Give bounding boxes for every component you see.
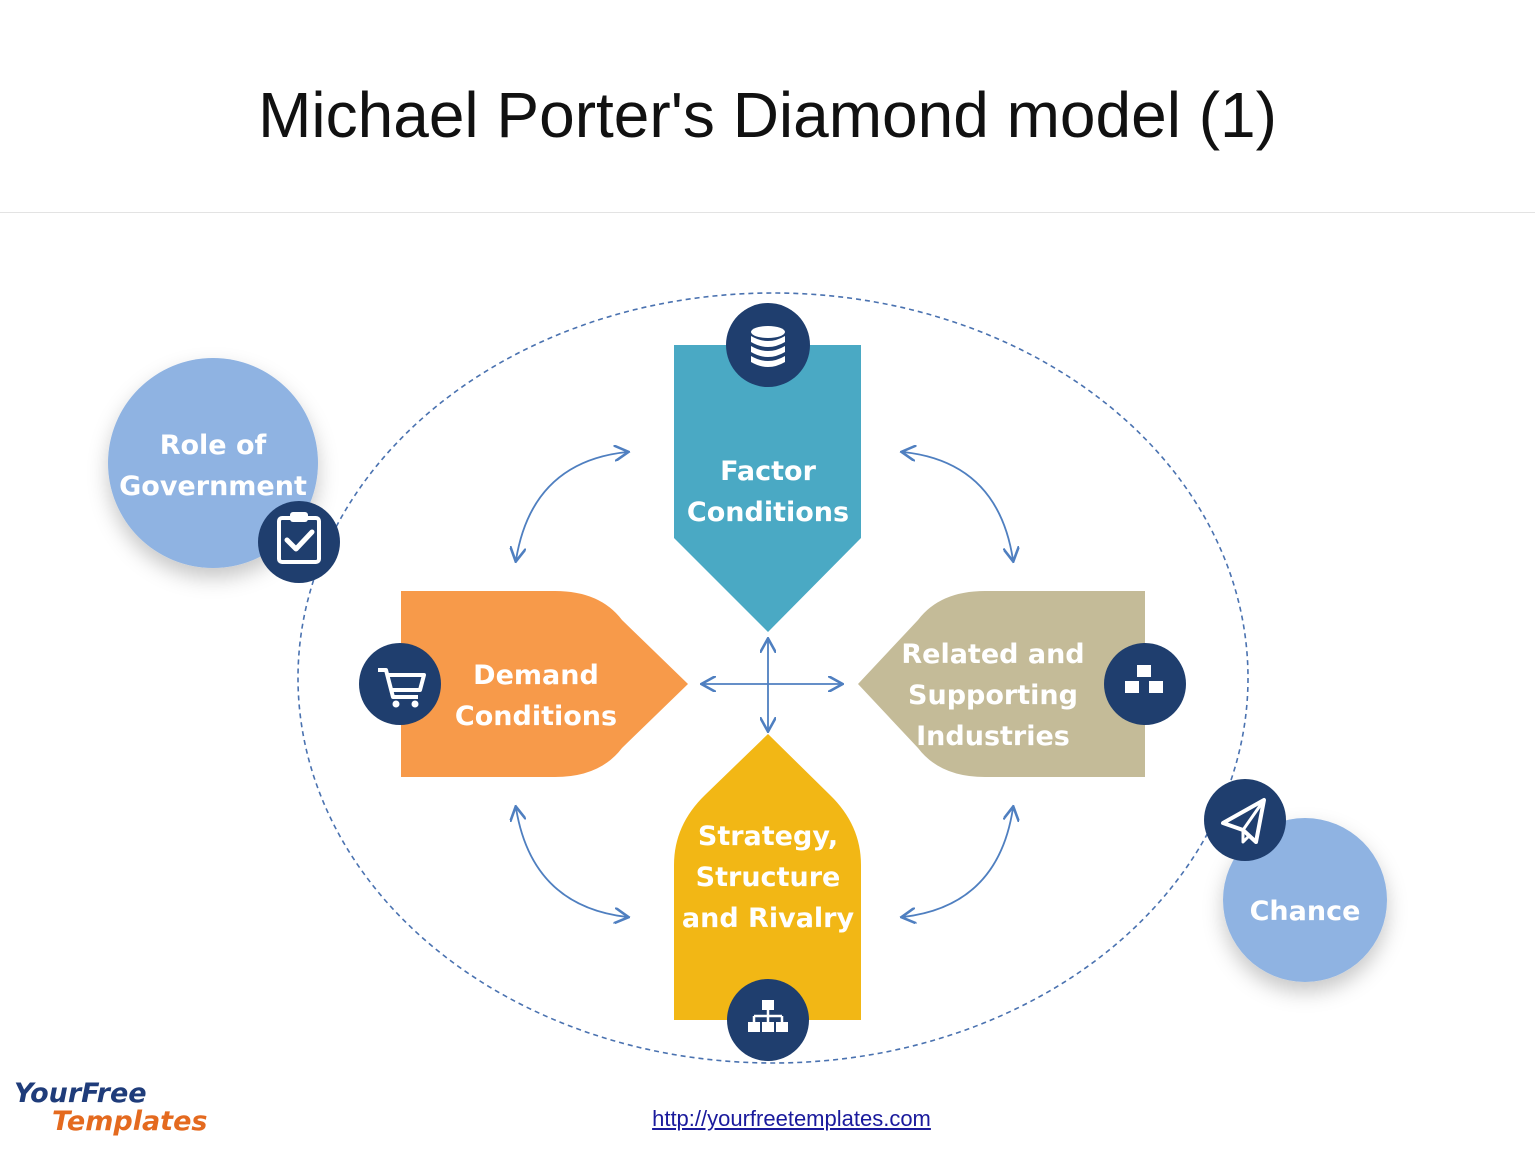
demand-conditions-node: Demand Conditions bbox=[401, 591, 688, 777]
title-divider bbox=[0, 212, 1535, 213]
page-title: Michael Porter's Diamond model (1) bbox=[258, 79, 1277, 151]
cart-icon bbox=[359, 643, 441, 725]
related-industries-node: Related and Supporting Industries bbox=[858, 591, 1145, 777]
logo-free: Free bbox=[81, 1078, 147, 1109]
factor-conditions-node: Factor Conditions bbox=[674, 345, 861, 632]
cubes-icon bbox=[1104, 643, 1186, 725]
clipboard-check-icon bbox=[258, 501, 340, 583]
strategy-label-3: and Rivalry bbox=[682, 903, 855, 934]
government-node: Role of Government bbox=[108, 358, 318, 568]
arrow-factor-demand bbox=[516, 452, 627, 560]
chance-circle bbox=[1223, 818, 1387, 982]
paper-plane-icon bbox=[1204, 779, 1286, 861]
hierarchy-icon bbox=[727, 979, 809, 1061]
arrow-factor-related bbox=[903, 452, 1013, 560]
demand-label-1: Demand bbox=[473, 660, 599, 691]
factor-label-1: Factor bbox=[720, 456, 817, 487]
website-link[interactable]: http://yourfreetemplates.com bbox=[652, 1106, 931, 1131]
arrow-related-strategy bbox=[903, 808, 1013, 917]
related-label-2: Supporting bbox=[908, 680, 1078, 711]
related-label-1: Related and bbox=[901, 639, 1084, 670]
database-icon bbox=[726, 303, 810, 387]
related-industries-shape bbox=[858, 591, 1145, 777]
factor-conditions-shape bbox=[674, 345, 861, 632]
chance-node: Chance bbox=[1223, 818, 1387, 982]
chance-label: Chance bbox=[1250, 896, 1361, 927]
demand-label-2: Conditions bbox=[455, 701, 617, 732]
logo: YourFree bbox=[14, 1078, 147, 1109]
strategy-shape bbox=[674, 734, 861, 1020]
logo-templates: Templates bbox=[52, 1106, 208, 1137]
strategy-label-1: Strategy, bbox=[698, 821, 838, 852]
related-label-3: Industries bbox=[916, 721, 1070, 752]
government-label-1: Role of bbox=[160, 430, 267, 461]
demand-conditions-shape bbox=[401, 591, 688, 777]
government-label-2: Government bbox=[119, 471, 307, 502]
strategy-label-2: Structure bbox=[696, 862, 841, 893]
factor-label-2: Conditions bbox=[687, 497, 849, 528]
government-circle bbox=[108, 358, 318, 568]
arrow-demand-strategy bbox=[516, 808, 627, 917]
boundary-ellipse bbox=[297, 292, 1249, 1064]
strategy-node: Strategy, Structure and Rivalry bbox=[674, 734, 861, 1020]
logo-your: Your bbox=[14, 1078, 82, 1109]
